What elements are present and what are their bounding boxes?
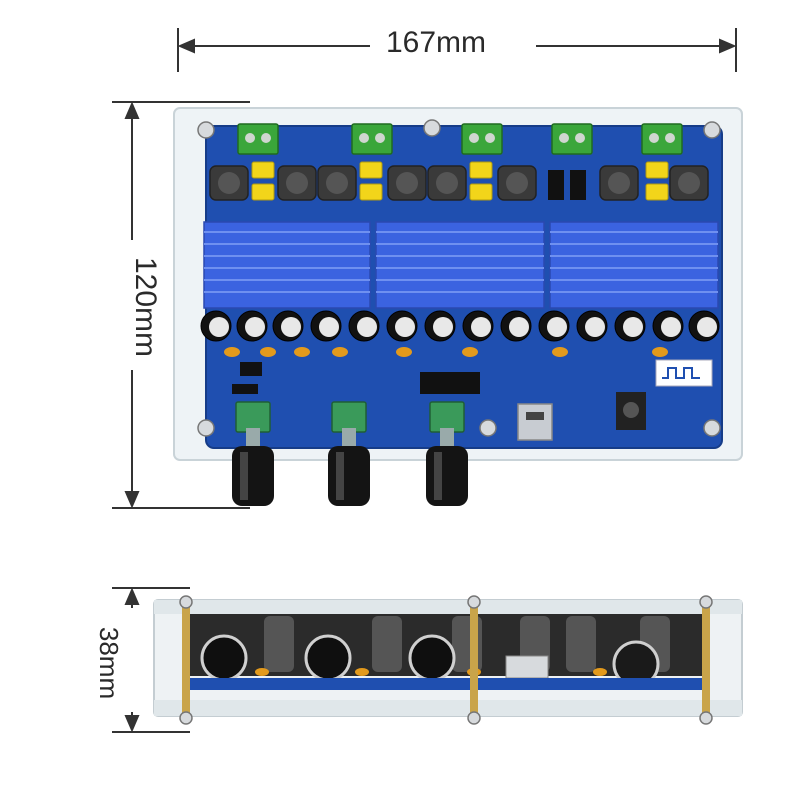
aux-jack: [616, 392, 646, 430]
depth-dimension-line: [112, 587, 190, 733]
front-pcb-edge: [190, 678, 710, 690]
case-screws: [197, 119, 721, 437]
front-usb-port: [505, 655, 549, 679]
brass-standoffs: [182, 604, 710, 714]
speaker-terminals: [237, 123, 683, 155]
depth-label: 38mm: [94, 616, 124, 710]
heatsinks: [203, 221, 719, 309]
amplifier-top-view: [173, 107, 743, 506]
yellow-capacitors: [251, 161, 669, 201]
width-label: 167mm: [380, 28, 493, 58]
potentiometers: [235, 401, 465, 433]
bluetooth-module: [655, 359, 713, 387]
width-dimension-line: [177, 28, 737, 72]
height-dimension-line: [112, 101, 250, 509]
volume-knobs: [232, 446, 468, 506]
front-knobs: [200, 634, 660, 688]
amplifier-front-view: [153, 595, 743, 725]
height-label: 120mm: [129, 248, 162, 366]
usb-port: [517, 403, 553, 441]
inductors: [209, 165, 709, 201]
